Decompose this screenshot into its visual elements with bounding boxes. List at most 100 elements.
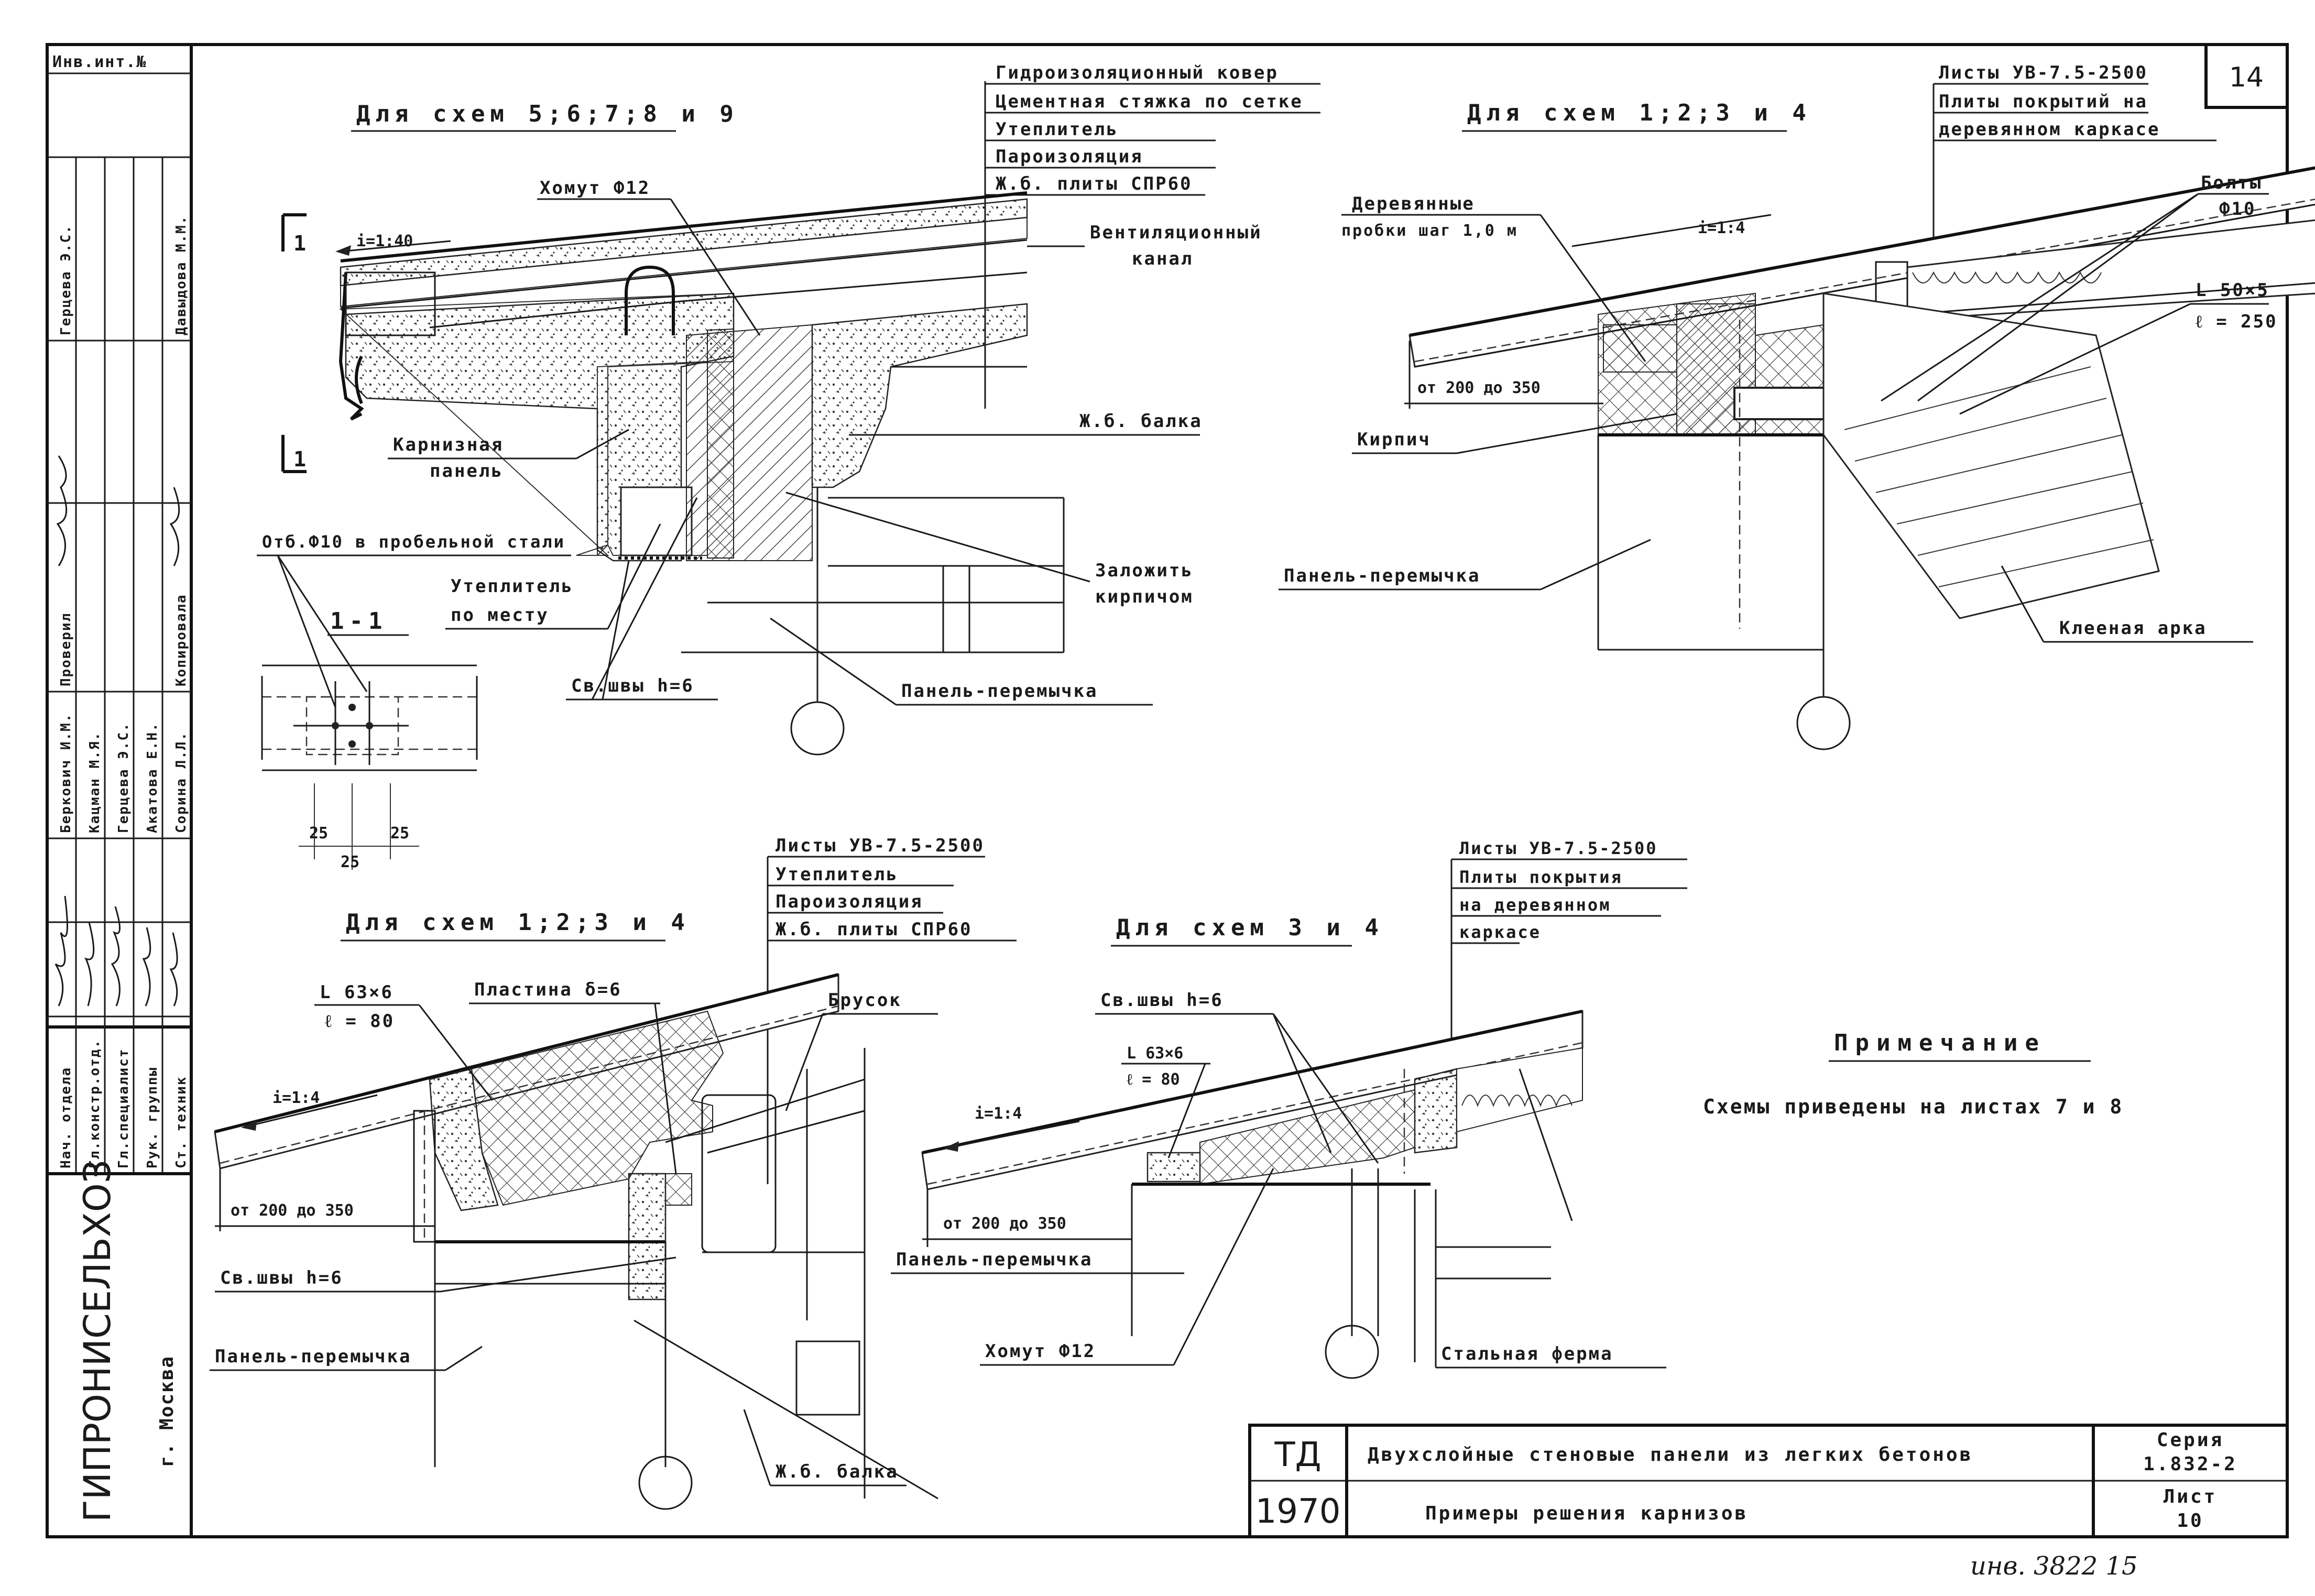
sheet-value: 10 xyxy=(2177,1510,2203,1532)
section-mark-bottom: 1 xyxy=(281,435,307,473)
detail-b-wood-1: Деревянные xyxy=(1352,193,1475,214)
organization-name: ГИПРОНИСЕЛЬХОЗ xyxy=(76,1160,119,1522)
detail-c-weld: Св.швы h=6 xyxy=(220,1267,343,1288)
stamp-column: Инв.инт.№ Нач. отдела Гл.констр.отд. Гл.… xyxy=(47,53,191,1522)
detail-c: Для схем 1;2;3 и 4 Листы УВ-7.5-2500 Уте… xyxy=(210,835,1017,1510)
section-mark-bottom-label: 1 xyxy=(293,447,306,472)
detail-b-angle-1: L 50×5 xyxy=(2196,280,2269,301)
detail-b-heading: Для схем 1;2;3 и 4 xyxy=(1467,100,1811,126)
detail-c-layer-1: Листы УВ-7.5-2500 xyxy=(776,835,985,856)
detail-d-lintel: Панель-перемычка xyxy=(896,1249,1093,1270)
detail-d-heading: Для схем 3 и 4 xyxy=(1116,914,1384,941)
detail-c-slope: i=1:4 xyxy=(272,1089,320,1107)
detail-a-beam: Ж.б. балка xyxy=(1079,411,1203,432)
detail-b-slope: i=1:4 xyxy=(1698,219,1745,237)
detail-c-plate: Пластина δ=6 xyxy=(474,979,622,1000)
detail-a: Для схем 5;6;7;8 и 9 Гидроизоляционный к… xyxy=(257,62,1320,871)
detail-a-heading: Для схем 5;6;7;8 и 9 xyxy=(356,101,739,127)
detail-a-vent-1: Вентиляционный xyxy=(1090,222,1262,243)
detail-d-clamp: Хомут Ф12 xyxy=(985,1341,1096,1362)
signatures xyxy=(54,455,180,1007)
detail-c-angle-2: ℓ = 80 xyxy=(325,1011,395,1032)
organization-city: г. Москва xyxy=(156,1355,178,1467)
detail-d-truss: Стальная ферма xyxy=(1441,1343,1613,1364)
detail-a-layer-4: Пароизоляция xyxy=(996,146,1143,167)
stamp-name-2: Кацман М.Я. xyxy=(87,731,103,833)
detail-a-cornice-1: Карнизная xyxy=(393,434,504,455)
detail-b-bolts-2: Ф10 xyxy=(2219,199,2256,220)
section-1-1: 1-1 25 25 25 xyxy=(261,608,478,871)
sheet-label: Лист xyxy=(2164,1486,2218,1507)
detail-a-insul-1: Утеплитель xyxy=(451,576,574,597)
detail-d-range: от 200 до 350 xyxy=(943,1215,1066,1233)
detail-c-layer-4: Ж.б. плиты СПР60 xyxy=(776,919,973,940)
checked-label: Проверил xyxy=(58,613,74,686)
detail-a-layer-3: Утеплитель xyxy=(996,119,1119,140)
detail-a-layer-1: Гидроизоляционный ковер xyxy=(996,62,1279,83)
detail-b-slabs-1: Плиты покрытий на xyxy=(1939,91,2148,112)
title-block: ТД 1970 Двухслойные стеновые панели из л… xyxy=(1248,1424,2289,1538)
detail-d-slabs-2: на деревянном xyxy=(1459,895,1611,915)
stamp-role-4: Рук. группы xyxy=(145,1067,160,1168)
stamp-role-1: Нач. отдела xyxy=(58,1067,74,1168)
stamp-role-5: Ст. техник xyxy=(173,1076,189,1168)
dim-25-left: 25 xyxy=(309,824,328,843)
stamp-name-4: Акатова Е.Н. xyxy=(145,722,160,833)
sheet-frame xyxy=(46,43,2289,1538)
note: Примечание Схемы приведены на листах 7 и… xyxy=(1703,1030,2123,1118)
series-value: 1.832-2 xyxy=(2143,1453,2237,1475)
section-mark-top: 1 xyxy=(281,213,307,256)
detail-d-slope: i=1:4 xyxy=(975,1105,1022,1123)
detail-c-layer-3: Пароизоляция xyxy=(776,891,923,912)
copied-label: Копировала xyxy=(173,594,189,686)
detail-a-cornice-2: панель xyxy=(430,461,504,482)
copied-name: Давыдова М.М. xyxy=(173,215,189,336)
detail-b-wood-2: пробки шаг 1,0 м xyxy=(1341,222,1518,240)
detail-b: Для схем 1;2;3 и 4 Листы УВ-7.5-2500 Пли… xyxy=(1279,62,2315,750)
sheet-number-box: 14 xyxy=(2204,43,2289,109)
detail-c-beam: Ж.б. балка xyxy=(776,1461,899,1482)
series-label: Серия xyxy=(2157,1429,2224,1451)
detail-d-angle-2: ℓ = 80 xyxy=(1127,1070,1180,1089)
detail-a-weld: Св.швы h=6 xyxy=(571,675,694,696)
detail-b-sheets: Листы УВ-7.5-2500 xyxy=(1939,62,2148,83)
stamp-name-5: Сорина Л.Л. xyxy=(173,731,189,833)
detail-d: Для схем 3 и 4 Листы УВ-7.5-2500 Плиты п… xyxy=(891,838,1687,1379)
detail-c-angle-1: L 63×6 xyxy=(320,982,394,1003)
detail-c-bar: Брусок xyxy=(828,990,902,1011)
detail-a-vent-2: канал xyxy=(1132,248,1193,269)
title-code: ТД xyxy=(1274,1436,1321,1474)
detail-a-layer-5: Ж.б. плиты СПР60 xyxy=(996,173,1193,194)
detail-d-slabs-3: каркасе xyxy=(1459,922,1541,942)
note-text: Схемы приведены на листах 7 и 8 xyxy=(1703,1095,2123,1118)
detail-b-brick: Кирпич xyxy=(1357,429,1431,450)
detail-b-range: от 200 до 350 xyxy=(1417,379,1541,397)
detail-d-weld: Св.швы h=6 xyxy=(1100,990,1224,1011)
detail-c-heading: Для схем 1;2;3 и 4 xyxy=(346,909,690,936)
detail-a-lintel: Панель-перемычка xyxy=(901,681,1098,702)
note-heading: Примечание xyxy=(1834,1030,2046,1056)
detail-c-lintel: Панель-перемычка xyxy=(215,1346,412,1367)
section-mark-top-label: 1 xyxy=(293,232,306,256)
detail-a-rebar: Отб.Ф10 в пробельной стали xyxy=(262,532,565,552)
archive-header: Инв.инт.№ xyxy=(52,53,147,71)
detail-d-slabs-1: Плиты покрытия xyxy=(1459,867,1623,887)
detail-a-insul-2: по месту xyxy=(451,605,549,626)
stamp-role-2: Гл.констр.отд. xyxy=(87,1039,103,1168)
section-1-1-label: 1-1 xyxy=(330,608,387,635)
detail-b-lintel: Панель-перемычка xyxy=(1284,565,1481,586)
detail-a-layer-2: Цементная стяжка по сетке xyxy=(996,91,1303,112)
title-main: Двухслойные стеновые панели из легких бе… xyxy=(1368,1444,1973,1466)
sheet-number: 14 xyxy=(2229,62,2264,93)
dim-25-bottom: 25 xyxy=(341,853,359,871)
detail-a-clamp: Хомут Ф12 xyxy=(540,178,650,199)
detail-c-range: от 200 до 350 xyxy=(231,1201,354,1220)
detail-b-slabs-2: деревянном каркасе xyxy=(1939,119,2160,140)
detail-c-layer-2: Утеплитель xyxy=(776,864,899,885)
detail-b-arch: Клееная арка xyxy=(2059,618,2207,639)
detail-d-sheets: Листы УВ-7.5-2500 xyxy=(1459,838,1658,858)
title-year: 1970 xyxy=(1255,1492,1341,1531)
detail-b-angle-2: ℓ = 250 xyxy=(2196,311,2278,332)
checked-name: Герцева Э.С. xyxy=(58,224,74,335)
